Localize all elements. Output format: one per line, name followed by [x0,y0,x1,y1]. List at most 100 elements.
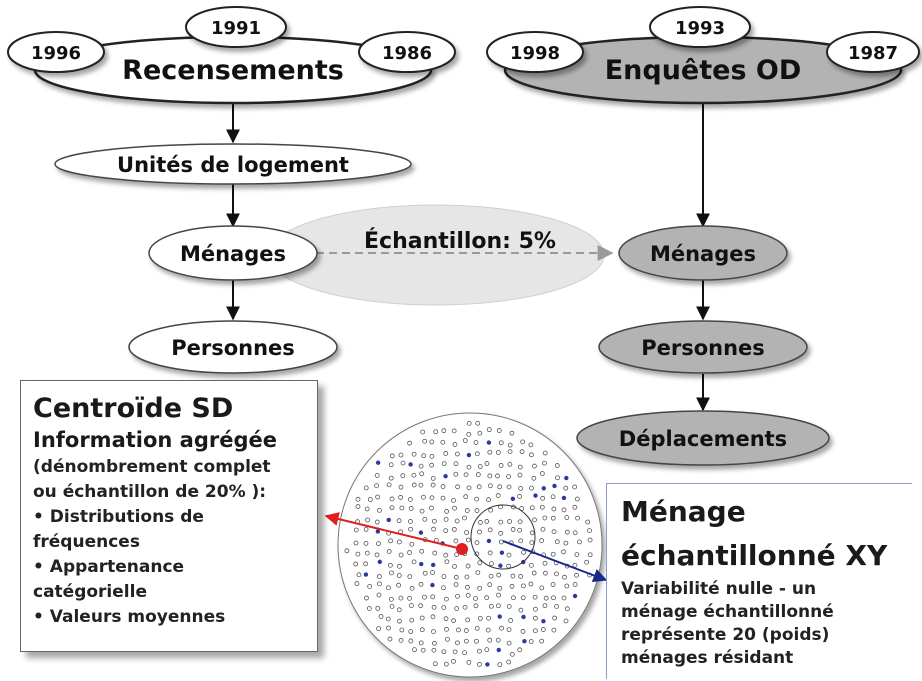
household-dot [388,538,394,544]
household-dot [386,517,391,523]
household-dot [561,495,567,501]
household-dot [554,571,559,577]
household-dot [443,517,449,522]
household-dot [367,584,373,589]
household-dot [541,618,546,624]
household-dot [397,618,402,624]
household-dot [429,462,435,468]
household-dot [400,473,406,479]
household-dot [386,625,391,631]
household-dot [388,462,394,468]
household-dot [455,640,460,646]
household-dot [528,639,534,644]
household-dot [488,603,494,609]
od-node-trips [576,410,830,466]
sample-line: représente 20 (poids) [621,625,830,645]
household-dot [518,607,524,613]
household-dot [477,520,483,525]
census-year-left [7,31,105,73]
household-dot [398,484,404,490]
household-dot [462,438,468,443]
household-dot [551,627,557,633]
household-dot [407,497,413,502]
household-dot [376,592,382,598]
household-dot [529,485,534,491]
household-dot [488,483,493,489]
household-dot [386,482,392,488]
household-dot [363,526,369,532]
household-dot [485,662,490,667]
household-dot [496,428,502,433]
household-dot [496,603,501,609]
household-dot [506,474,511,479]
household-dot [396,518,402,524]
household-dot [496,592,502,598]
household-dot [539,471,545,476]
connector-arrows [226,103,710,412]
household-dot [552,615,557,621]
household-dot [506,640,512,646]
sample-line: Variabilité nulle - un [621,579,817,599]
household-dot [396,607,402,613]
household-dot [533,606,538,612]
household-dot [584,559,589,565]
household-dot [488,573,494,579]
household-dot [517,527,523,533]
household-dot [443,474,448,479]
household-dot [486,538,492,544]
household-dot [519,505,525,511]
household-dot [422,516,428,522]
household-dot [466,659,472,665]
household-dot [454,606,460,611]
household-dot [499,625,504,631]
household-dot [398,595,404,601]
household-dot [363,572,369,577]
household-dot [453,582,459,587]
household-dot [533,493,538,498]
centroid-info-box: Centroïde SD Information agrégée (dénomb… [20,380,318,652]
sample-line: ménage échantillonné [621,602,834,622]
household-dot [386,585,391,591]
household-dot [510,527,516,532]
household-dot [464,508,470,513]
household-dot [517,647,523,653]
household-dot [411,559,417,565]
household-dot [474,540,480,545]
household-dot [475,472,481,477]
census-group: Recensements 1991 1996 1986 Unités de lo… [7,6,456,374]
household-dot [532,517,537,523]
household-dot [473,596,478,601]
household-dot [451,658,456,664]
household-dot [386,549,392,554]
household-dot [521,550,527,555]
household-dot [520,595,526,601]
household-dot [475,570,481,575]
household-dot [574,496,580,502]
household-dot [507,461,513,467]
household-dot [529,530,535,536]
household-dot [429,453,435,459]
household-dot [477,615,483,621]
household-dot [521,614,526,620]
household-dot [431,518,437,524]
household-dot [441,574,447,579]
household-dot [432,550,438,556]
household-dot [506,603,512,609]
household-dot [518,573,524,579]
household-dot [463,638,469,644]
household-dot [498,563,503,568]
household-dot [430,482,436,488]
household-dot [497,484,503,490]
household-dot [418,463,424,469]
household-dot [443,451,449,456]
household-dot [520,583,526,589]
household-dot [474,638,479,644]
household-dot [388,596,394,602]
sample-ellipse [267,204,605,306]
household-dot [487,582,493,588]
household-dot [477,560,483,566]
household-dot [451,618,456,624]
household-dot [506,552,512,558]
household-dot [554,463,560,468]
household-dot [529,540,535,545]
